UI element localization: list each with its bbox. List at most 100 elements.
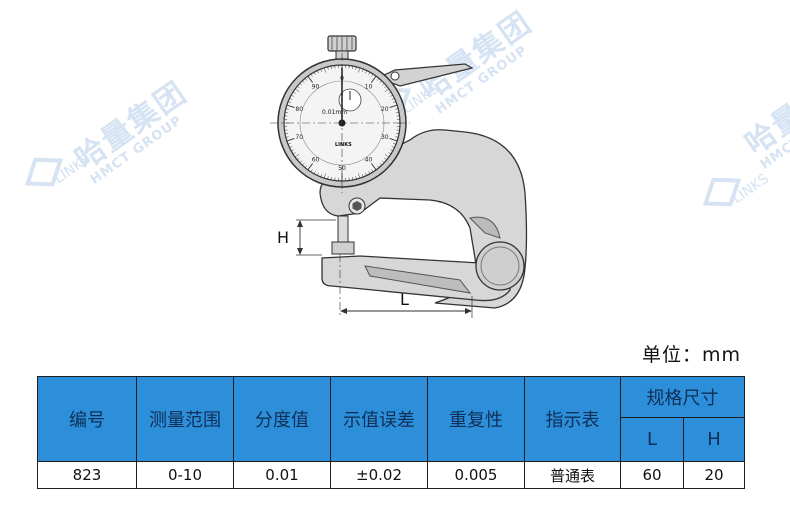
dial-tick [302, 162, 305, 166]
dial-tick [362, 68, 364, 72]
gauge-lever [376, 63, 474, 87]
dial-tick [371, 73, 374, 77]
watermark-logo-text: LINKS [729, 171, 770, 207]
dial-tick [317, 70, 319, 74]
header-repeatability: 重复性 [427, 376, 525, 462]
dial-tick [371, 75, 377, 83]
dial-tick [393, 143, 397, 145]
dial-tick [384, 85, 387, 89]
dial-tick [384, 153, 390, 158]
dial-tick [389, 138, 398, 142]
dial-tick [379, 80, 382, 84]
unit-label: 单位：mm [642, 344, 742, 366]
dial-tick [352, 65, 354, 70]
dial-tick [376, 165, 380, 168]
dial-tick [368, 72, 371, 75]
cell-l: 60 [620, 461, 684, 489]
dial-tick [307, 163, 313, 171]
dial-tick [355, 176, 357, 180]
dial-tick [388, 91, 392, 94]
dial-tick [391, 98, 395, 100]
dial-tick [287, 143, 291, 145]
dial-tick [284, 111, 289, 113]
dial-tick [299, 83, 303, 86]
dial-tick [307, 75, 313, 83]
dial-number: 80 [295, 106, 303, 113]
dial-number: 90 [312, 84, 320, 91]
gauge-spindle [337, 215, 349, 243]
dial-tick [365, 70, 367, 74]
dial-tick [313, 72, 316, 75]
cell-code: 823 [37, 461, 137, 489]
dial-tick [368, 171, 371, 174]
dial-tick [384, 157, 387, 161]
dial-tick [286, 104, 295, 108]
dial-tick [285, 136, 289, 138]
header-h: H [683, 417, 745, 462]
header-range: 测量范围 [136, 376, 234, 462]
dial-number: 60 [312, 156, 320, 163]
dial-tick [376, 78, 380, 81]
dial-number: 20 [381, 106, 389, 113]
dial-tick [381, 160, 385, 163]
dial-tick [287, 101, 291, 103]
dial-tick [391, 146, 395, 148]
gauge-grip [475, 241, 525, 291]
cell-graduation: 0.01 [233, 461, 331, 489]
dial-number: 70 [295, 134, 303, 141]
dial-tick [297, 85, 300, 89]
dial-tick [388, 152, 392, 155]
dial-tick [355, 66, 357, 70]
dial-tick [286, 138, 295, 142]
dial-tick [302, 80, 305, 84]
dial-number: 10 [365, 84, 373, 91]
dial-tick [294, 88, 300, 93]
dial-tick [395, 133, 400, 135]
dial-tick [330, 176, 332, 181]
header-graduation: 分度值 [233, 376, 331, 462]
dial-tick [381, 83, 385, 86]
dial-tick [292, 152, 296, 155]
dial-tick [389, 104, 398, 108]
dial-tick [289, 98, 293, 100]
header-l: L [620, 417, 684, 462]
dial-tick [352, 176, 354, 181]
dial-tick [395, 136, 399, 138]
dial-tick [371, 169, 374, 173]
dial-tick [327, 176, 329, 180]
dial-tick [395, 111, 400, 113]
spec-table: 编号 测量范围 分度值 示值误差 重复性 指示表 规格尺寸 L H 823 0-… [37, 375, 745, 489]
dial-tick [313, 171, 316, 174]
dial-tick [304, 165, 308, 168]
dial-brand: LINKS [335, 142, 352, 148]
cell-indicator: 普通表 [524, 461, 621, 489]
dial-tick [299, 160, 303, 163]
dial-tick [390, 94, 393, 97]
dial-tick [294, 153, 300, 158]
dial-tick [358, 67, 361, 73]
dial-tick [379, 162, 382, 166]
dial-tick [395, 108, 399, 110]
dial-tick [304, 78, 308, 81]
dial-tick [320, 174, 322, 178]
dial-tick [384, 88, 390, 93]
dial-tick [327, 66, 329, 70]
dimension-l-label: L [400, 290, 409, 309]
dial-tick [317, 172, 319, 176]
dial-tick [362, 174, 364, 178]
dial-tick [390, 149, 393, 152]
dial-tick [330, 65, 332, 70]
dial-tick [323, 67, 326, 73]
dial-ticks [284, 65, 400, 181]
dial-tick [297, 157, 300, 161]
gauge-anvil-top [331, 241, 355, 255]
header-code: 编号 [37, 376, 137, 462]
cell-h: 20 [683, 461, 745, 489]
dial-tick [323, 173, 326, 179]
cell-range: 0-10 [136, 461, 234, 489]
dial-tick [393, 101, 397, 103]
dimension-h-label: H [277, 228, 289, 247]
dial-tick [310, 169, 313, 173]
header-spec-size: 规格尺寸 [620, 375, 745, 419]
cell-error: ±0.02 [330, 461, 428, 489]
